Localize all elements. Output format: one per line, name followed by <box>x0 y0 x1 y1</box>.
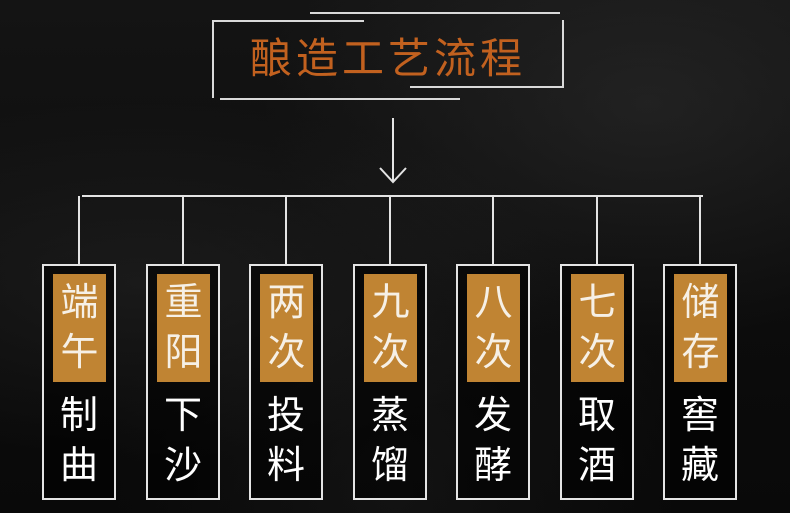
title-frame-top-left-line <box>212 20 364 22</box>
step-action: 蒸馏 <box>370 393 409 487</box>
step-action: 窖藏 <box>680 393 719 487</box>
step-card: 九次蒸馏 <box>353 264 427 500</box>
step-card: 重阳下沙 <box>146 264 220 500</box>
step-label: 储存 <box>674 274 727 382</box>
step-label: 端午 <box>53 274 106 382</box>
step-label: 八次 <box>467 274 520 382</box>
step-card: 储存窖藏 <box>663 264 737 500</box>
title-frame-left-line <box>212 20 214 98</box>
step-card: 端午制曲 <box>42 264 116 500</box>
step-action: 发酵 <box>473 393 512 487</box>
title-frame-bottom-left-line <box>220 98 460 100</box>
branch-drops <box>78 196 701 264</box>
step-label: 九次 <box>364 274 417 382</box>
step-card: 八次发酵 <box>456 264 530 500</box>
title-frame-bottom-right-line <box>410 86 564 88</box>
step-card: 七次取酒 <box>560 264 634 500</box>
down-arrow-icon <box>379 167 407 184</box>
step-action: 取酒 <box>577 393 616 487</box>
step-action: 制曲 <box>59 393 98 487</box>
step-label: 七次 <box>571 274 624 382</box>
title-frame-right-line <box>562 20 564 86</box>
step-label: 重阳 <box>157 274 210 382</box>
step-label: 两次 <box>260 274 313 382</box>
step-action: 下沙 <box>163 393 202 487</box>
step-action: 投料 <box>266 393 305 487</box>
step-card: 两次投料 <box>249 264 323 500</box>
title-frame-top-right-line <box>310 12 560 14</box>
title-frame: 酿造工艺流程 <box>212 12 564 100</box>
diagram-title: 酿造工艺流程 <box>249 34 526 83</box>
